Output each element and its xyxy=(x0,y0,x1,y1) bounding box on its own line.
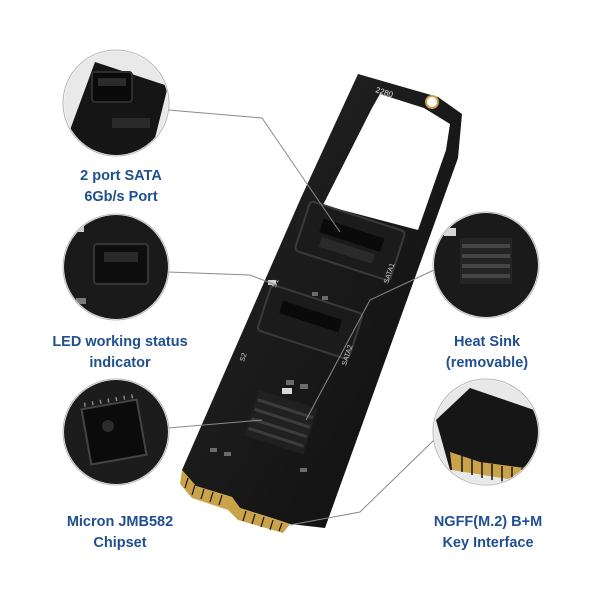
label-sata-port: 2 port SATA 6Gb/s Port xyxy=(62,166,180,208)
callout-circle-chipset xyxy=(62,378,170,486)
label-sata-port-line2: 6Gb/s Port xyxy=(84,189,158,205)
m2-adapter-board: 2280 SATA1 SATA2 S1 S2 xyxy=(180,74,462,533)
sata-port-1 xyxy=(294,200,406,282)
label-led-indicator-line2: indicator xyxy=(89,355,151,371)
mounting-notch xyxy=(425,95,439,109)
leader-lines xyxy=(167,109,435,526)
smd-components xyxy=(210,280,328,472)
heat-sink xyxy=(244,389,318,455)
label-led-indicator-line1: LED working status xyxy=(52,334,188,350)
label-key-interface: NGFF(M.2) B+M Key Interface xyxy=(418,512,558,554)
leader-led xyxy=(167,271,277,286)
label-chipset-line2: Chipset xyxy=(93,535,147,551)
pcb-cutout xyxy=(323,94,450,230)
callout-circle-led xyxy=(62,213,170,321)
label-chipset-line1: Micron JMB582 xyxy=(66,514,174,530)
label-led-indicator: LED working status indicator xyxy=(40,332,200,374)
label-chipset: Micron JMB582 Chipset xyxy=(46,512,194,554)
label-heat-sink: Heat Sink (removable) xyxy=(432,332,542,374)
label-key-interface-line1: NGFF(M.2) B+M xyxy=(433,514,543,530)
callout-circle-interface xyxy=(432,378,540,486)
leader-chipset xyxy=(167,419,263,429)
label-key-interface-line2: Key Interface xyxy=(442,535,534,551)
label-sata-port-line1: 2 port SATA xyxy=(80,168,162,184)
label-heat-sink-line2: (removable) xyxy=(445,355,529,371)
callout-circle-heatsink xyxy=(432,211,540,319)
gold-edge-connector xyxy=(180,470,290,533)
silkscreen-s2: S2 xyxy=(239,352,248,362)
label-heat-sink-line1: Heat Sink xyxy=(453,334,521,350)
leader-interface xyxy=(289,439,435,526)
sata-port-2 xyxy=(256,284,364,360)
leader-heatsink xyxy=(305,269,435,421)
callout-circle-sata xyxy=(62,49,170,157)
silkscreen-s1: S1 xyxy=(271,278,280,288)
leader-sata xyxy=(167,109,341,233)
